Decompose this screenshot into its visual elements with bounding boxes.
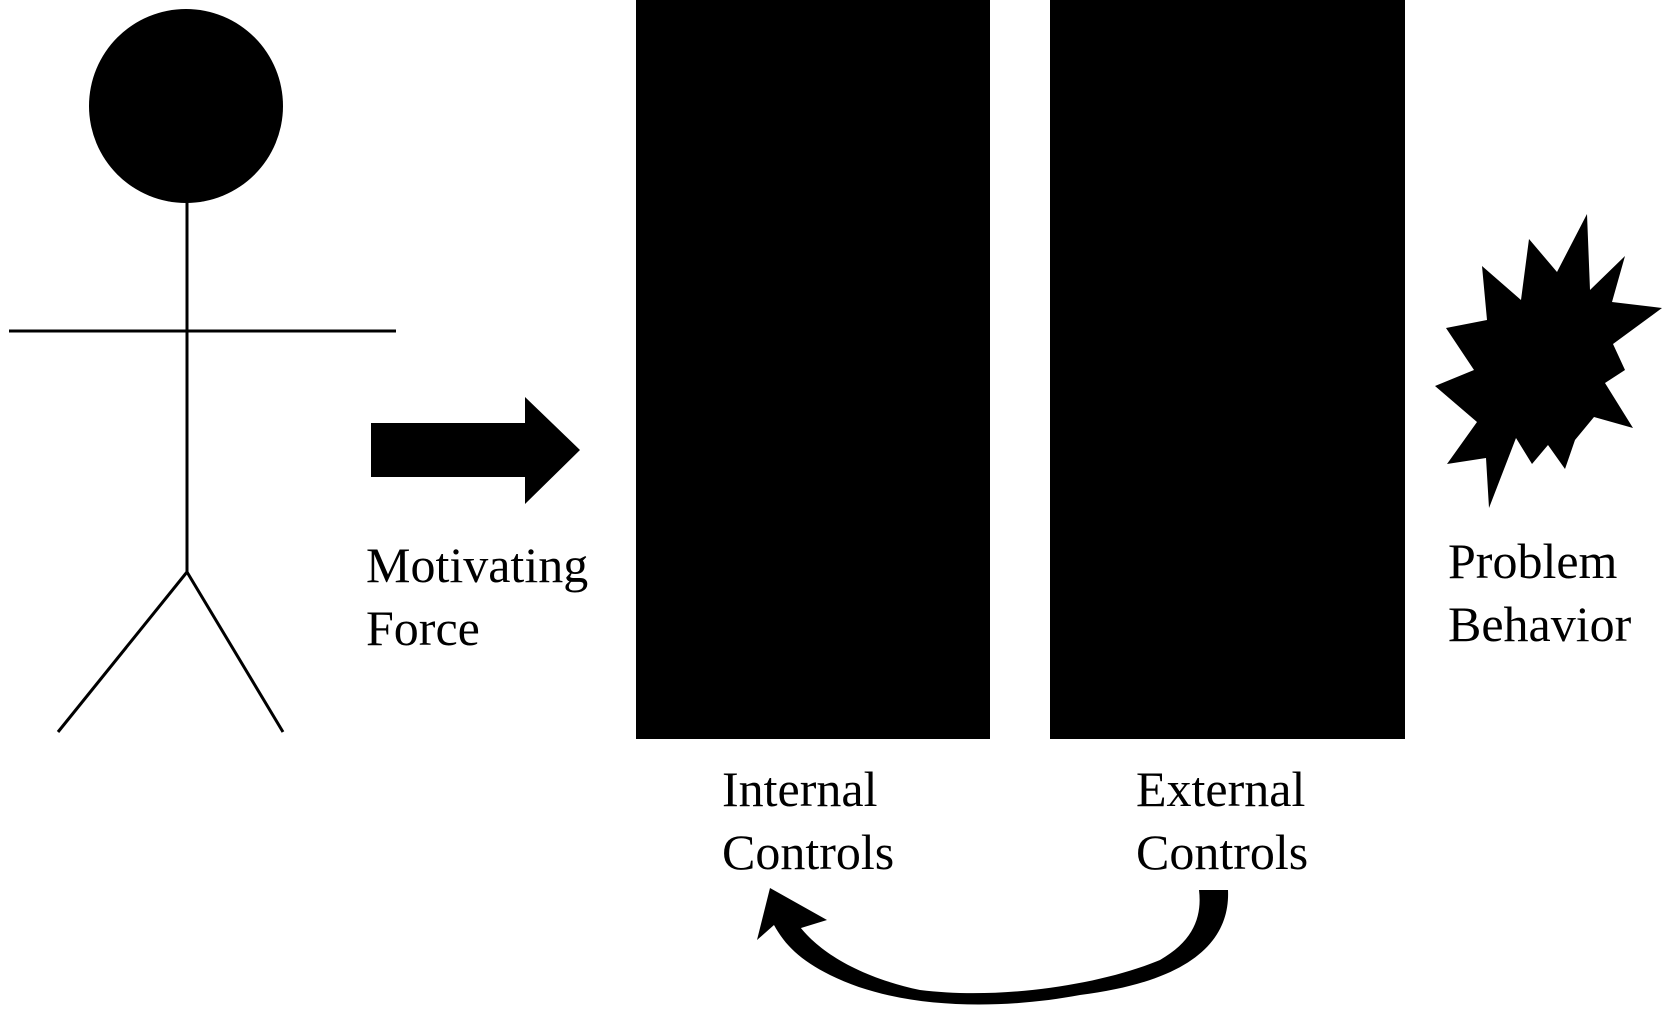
stick-figure-right-leg	[185, 571, 285, 733]
external-controls-line-1: External	[1136, 761, 1306, 817]
internal-controls-label: Internal Controls	[722, 758, 894, 884]
stick-figure-head	[89, 9, 283, 203]
external-controls-barrier	[1050, 0, 1405, 739]
starburst-icon	[1435, 214, 1662, 508]
curved-arrow-shaft	[774, 890, 1229, 1005]
curved-arrow-icon	[757, 888, 1229, 1005]
right-arrow-icon	[371, 397, 580, 504]
external-controls-label: External Controls	[1136, 758, 1308, 884]
motivating-force-line-1: Motivating	[366, 537, 589, 593]
motivating-force-line-2: Force	[366, 600, 480, 656]
curved-arrow-head	[757, 888, 827, 940]
problem-behavior-line-2: Behavior	[1448, 596, 1632, 652]
internal-controls-line-1: Internal	[722, 761, 878, 817]
external-controls-line-2: Controls	[1136, 824, 1309, 880]
motivating-force-label: Motivating Force	[366, 534, 588, 660]
stick-figure-left-leg	[56, 571, 189, 733]
stick-figure-icon	[9, 9, 396, 733]
internal-controls-barrier	[636, 0, 990, 739]
problem-behavior-label: Problem Behavior	[1448, 530, 1631, 656]
internal-controls-line-2: Controls	[722, 824, 895, 880]
problem-behavior-line-1: Problem	[1448, 533, 1618, 589]
